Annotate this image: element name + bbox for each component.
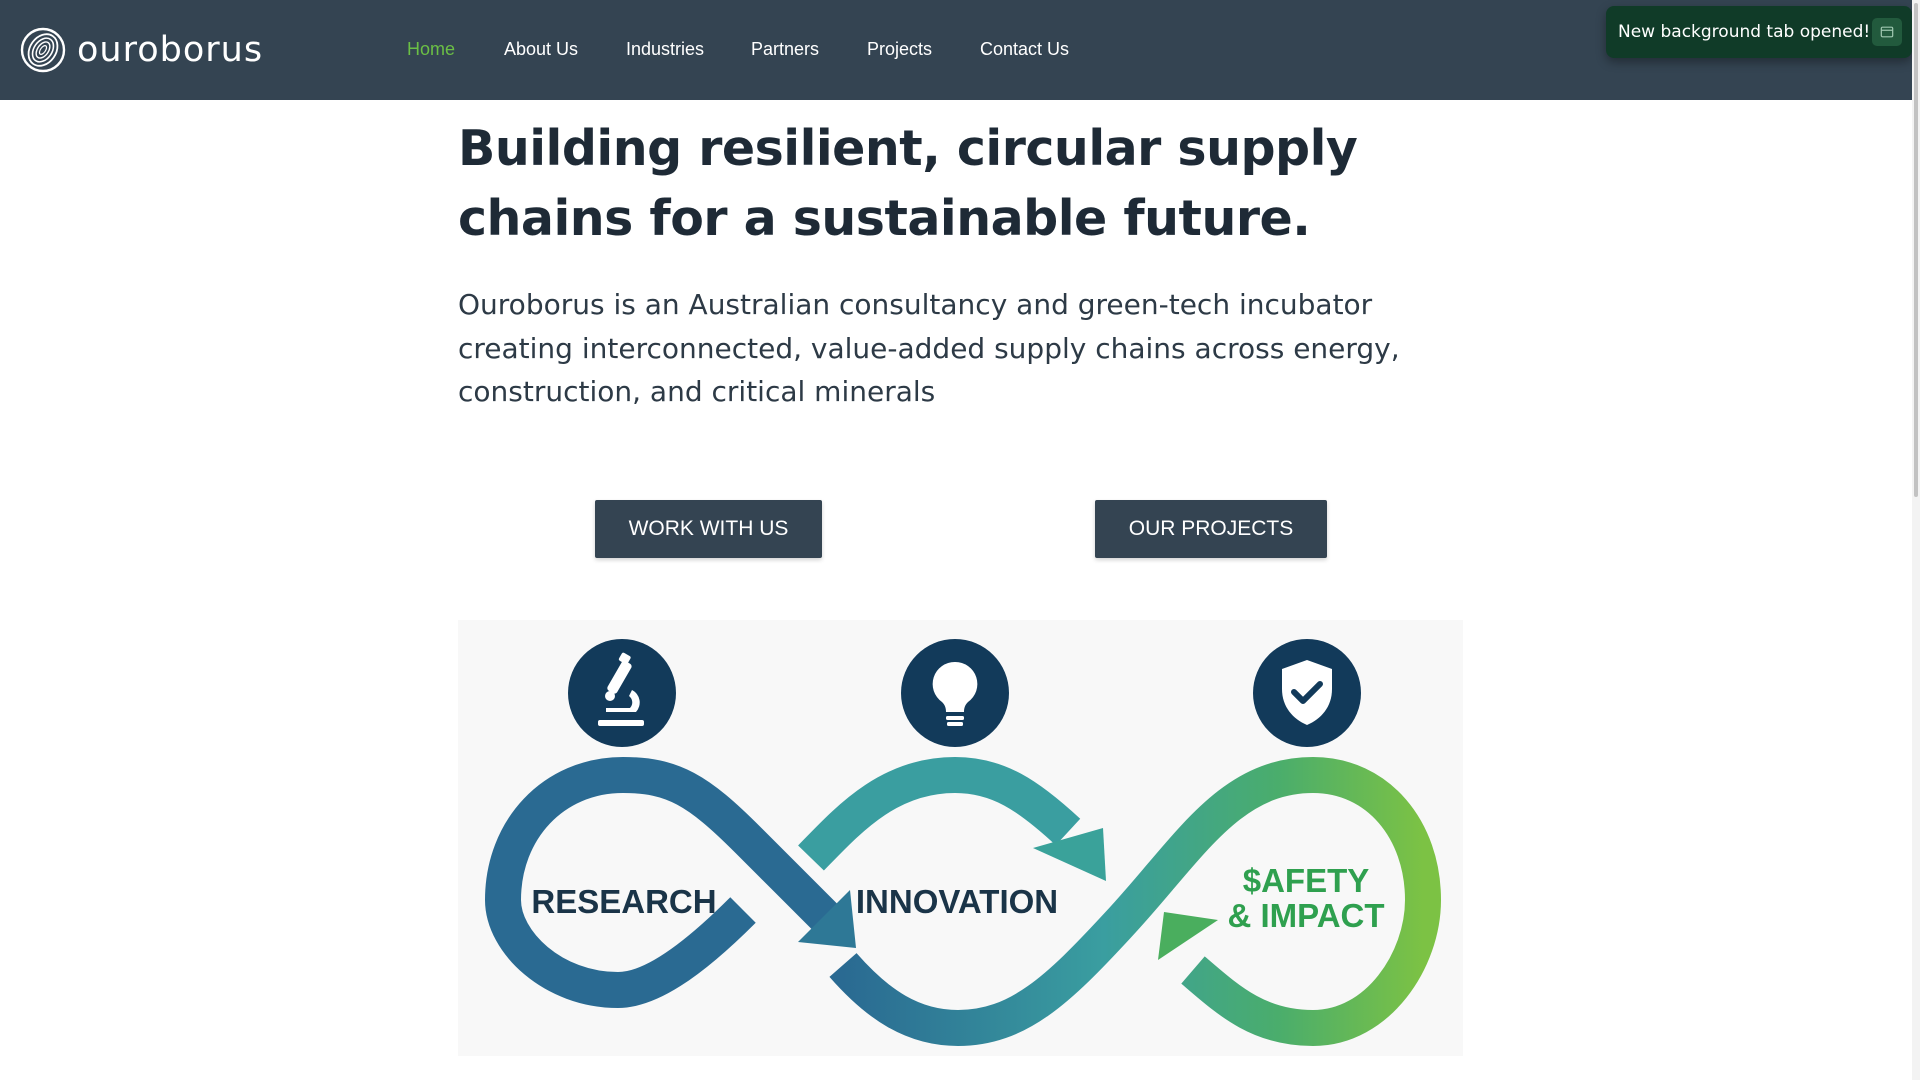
stage-label-safety: $AFETY [1243, 862, 1370, 899]
brand-logo[interactable]: ouroborus [20, 26, 263, 74]
new-tab-toast[interactable]: New background tab opened! [1606, 6, 1912, 58]
stage-label-innovation: INNOVATION [856, 883, 1058, 920]
nav-item-projects[interactable]: Projects [867, 39, 933, 59]
microscope-icon [568, 639, 676, 747]
shield-check-icon [1253, 639, 1361, 747]
stage-label-impact: & IMPACT [1227, 897, 1384, 934]
infinity-loop-path [484, 756, 1442, 1047]
toast-message: New background tab opened! [1618, 22, 1871, 42]
nav-item-about-us[interactable]: About Us [504, 39, 579, 59]
hero-headline: Building resilient, circular supply chai… [458, 120, 1358, 247]
lightbulb-icon [901, 639, 1009, 747]
infinity-loop-diagram: RESEARCH INNOVATION $AFETY & IMPACT [458, 620, 1463, 1056]
page-scrollbar-thumb[interactable] [1914, 3, 1918, 497]
work-with-us-button[interactable]: WORK WITH US [595, 500, 822, 558]
hero-intro-text: Ouroborus is an Australian consultancy a… [458, 288, 1400, 408]
nav-item-industries[interactable]: Industries [626, 39, 705, 59]
our-projects-button[interactable]: OUR PROJECTS [1095, 500, 1327, 558]
ouroboros-swirl-icon [20, 27, 66, 73]
nav-item-partners[interactable]: Partners [751, 39, 820, 59]
stage-label-research: RESEARCH [531, 883, 716, 920]
brand-name: ouroborus [77, 29, 264, 70]
tab-icon[interactable] [1872, 18, 1902, 46]
top-nav-bar: ouroborus Home About Us Industries Partn… [0, 0, 1920, 100]
nav-item-home[interactable]: Home [407, 39, 456, 59]
page-scrollbar-track[interactable] [1912, 0, 1920, 1080]
nav-item-contact-us[interactable]: Contact Us [980, 39, 1070, 59]
